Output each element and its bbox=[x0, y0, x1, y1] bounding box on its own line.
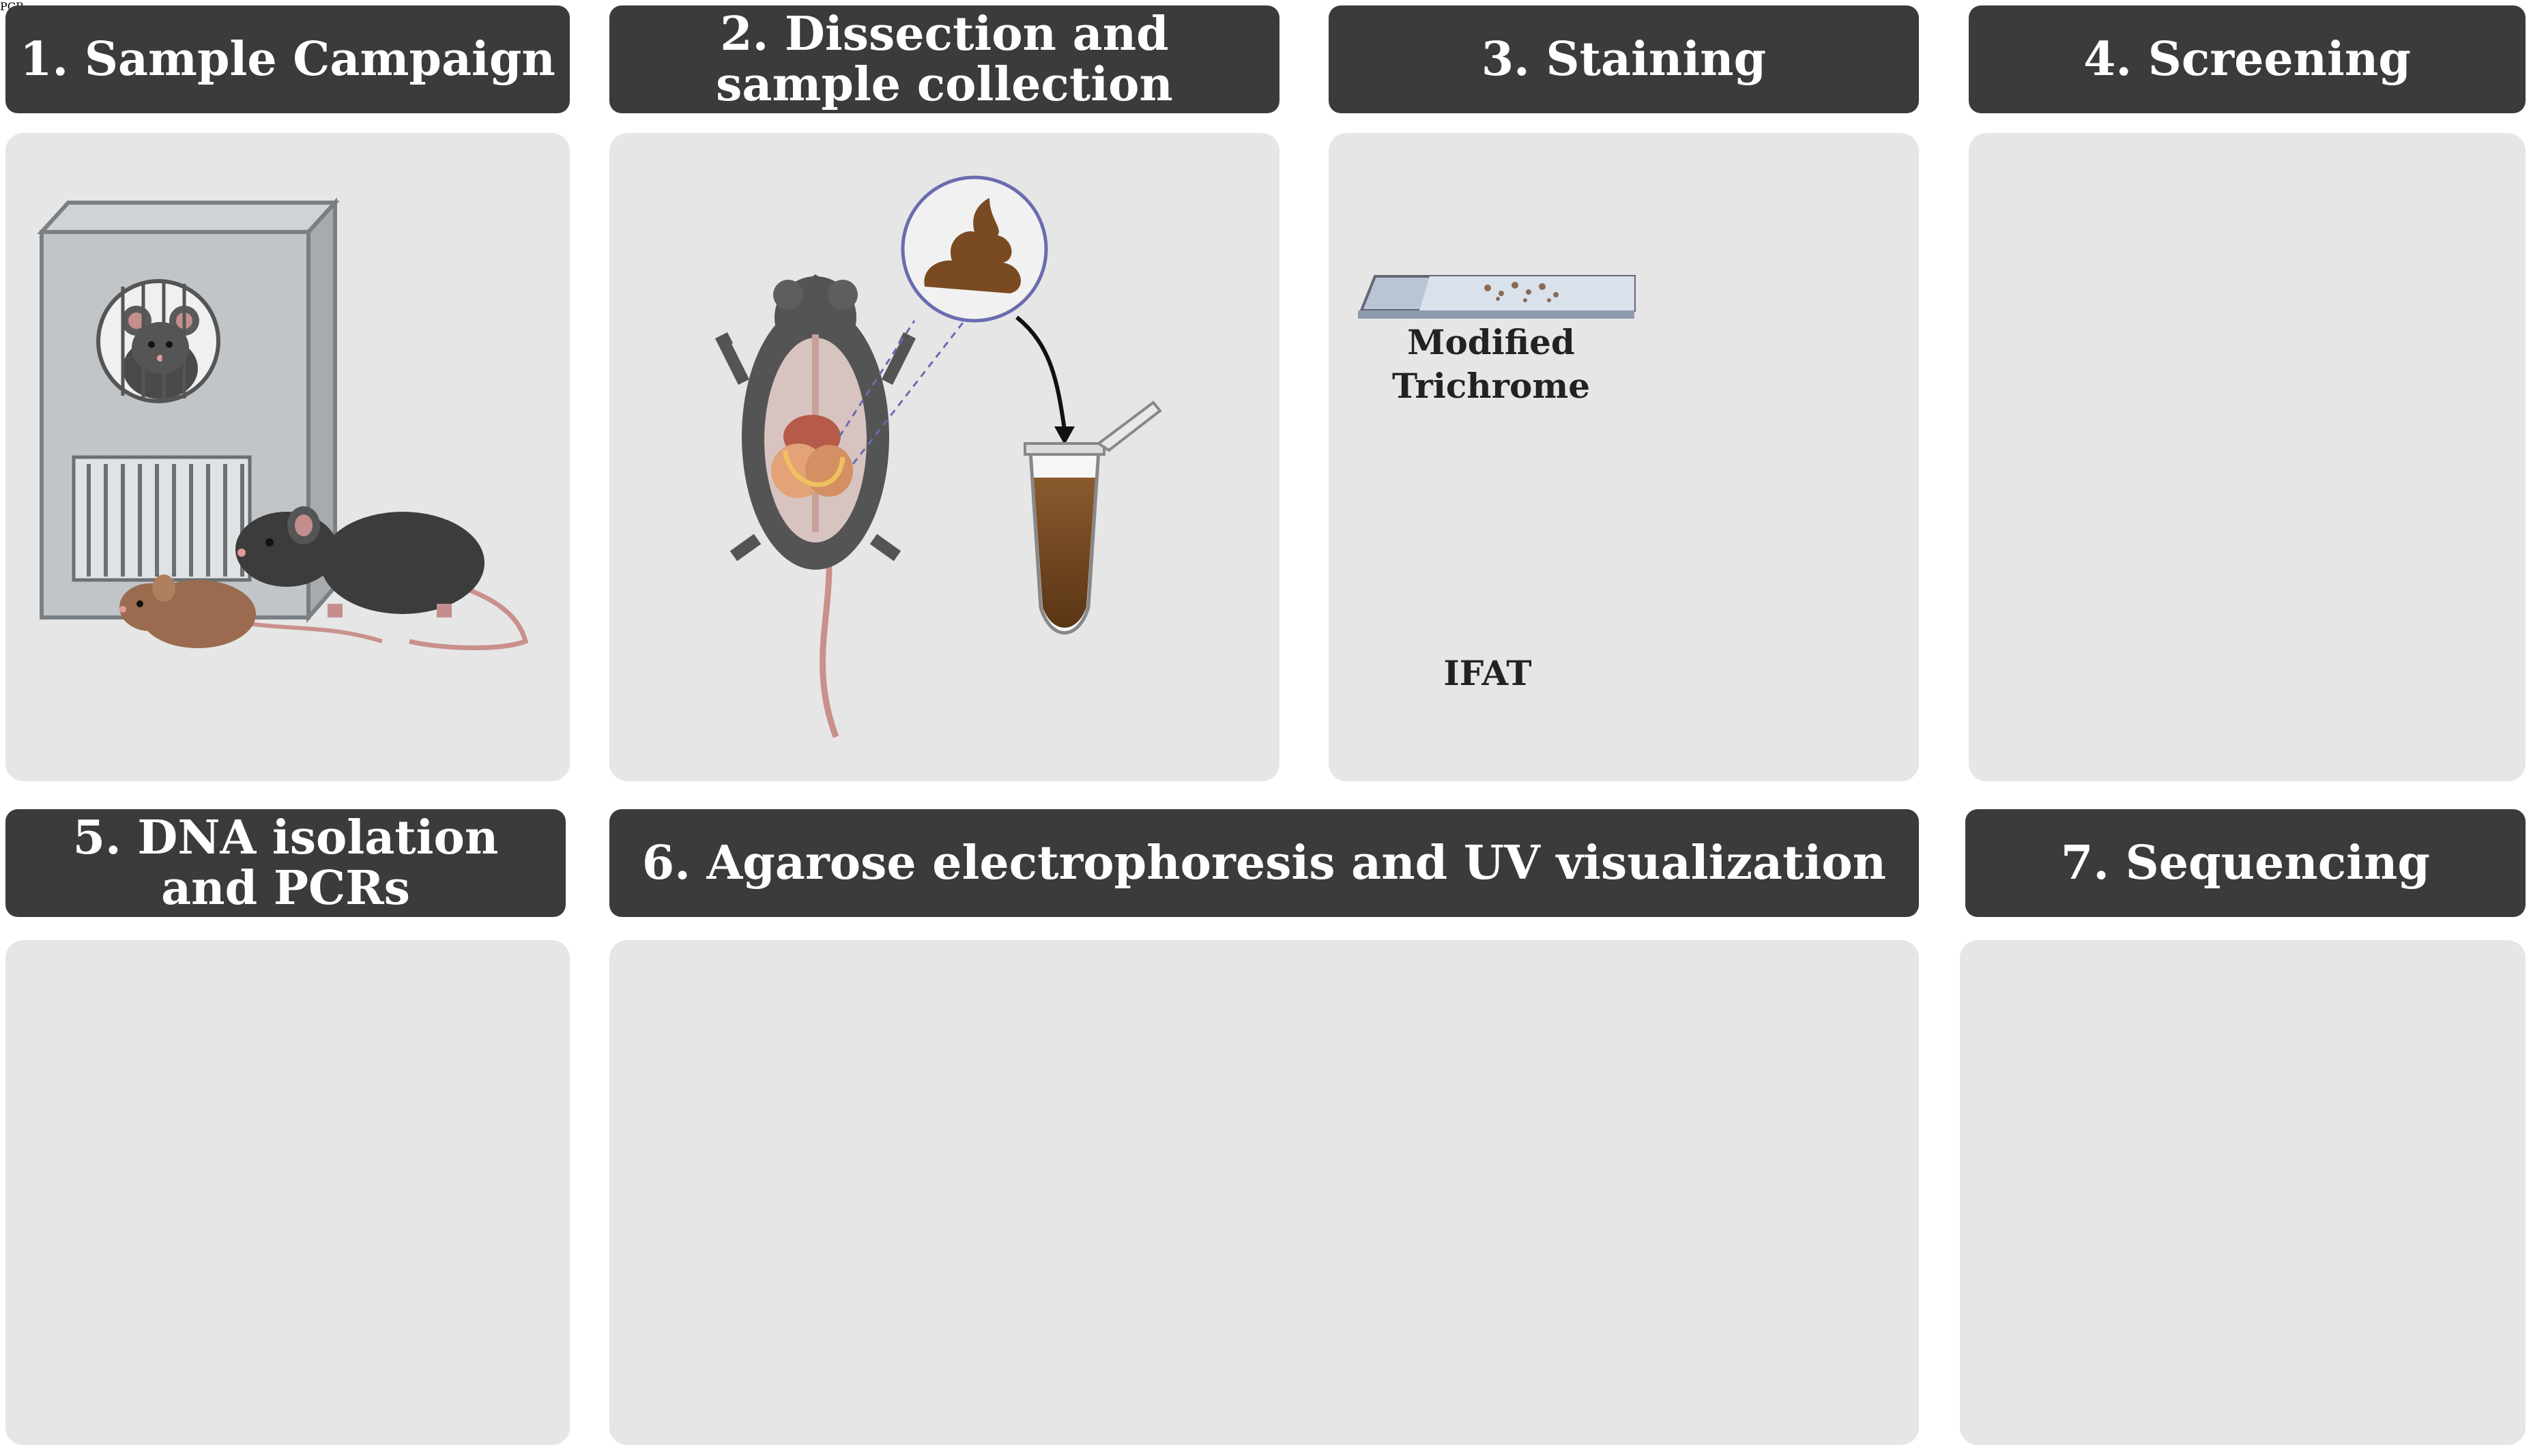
trichrome-label-line1: Modified bbox=[1407, 322, 1575, 362]
arrow-icon bbox=[1015, 315, 1067, 431]
step-3-title: 3. Staining bbox=[1481, 32, 1767, 87]
trichrome-slide bbox=[1358, 275, 1636, 319]
brown-mouse bbox=[119, 574, 383, 648]
step-2-header: 2. Dissection and sample collection bbox=[609, 5, 1279, 113]
step-7-header: 7. Sequencing bbox=[1965, 809, 2526, 917]
step-4-panel bbox=[1969, 133, 2526, 781]
step-7-panel bbox=[1960, 940, 2526, 1445]
step-4-header: 4. Screening bbox=[1969, 5, 2526, 113]
step-1-header: 1. Sample Campaign bbox=[5, 5, 570, 113]
step-4-title: 4. Screening bbox=[2083, 32, 2411, 87]
dissected-mouse-illustration bbox=[714, 274, 974, 738]
step-6-title: 6. Agarose electrophoresis and UV visual… bbox=[641, 836, 1887, 890]
black-mouse bbox=[235, 506, 529, 650]
step-7-title: 7. Sequencing bbox=[2061, 836, 2430, 890]
trichrome-label: Modified Trichrome bbox=[1361, 321, 1621, 408]
step-3-header: 3. Staining bbox=[1329, 5, 1919, 113]
ifat-label: IFAT bbox=[1419, 652, 1556, 695]
step-5-panel bbox=[5, 940, 570, 1445]
step-2-title: 2. Dissection and sample collection bbox=[716, 7, 1173, 112]
step-5-header: 5. DNA isolation and PCRs bbox=[5, 809, 566, 917]
sample-tube-icon bbox=[1024, 401, 1162, 635]
step-3-panel bbox=[1329, 133, 1919, 781]
ifat-label-text: IFAT bbox=[1443, 653, 1532, 693]
trichrome-label-line2: Trichrome bbox=[1391, 366, 1591, 406]
step-6-header: 6. Agarose electrophoresis and UV visual… bbox=[609, 809, 1919, 917]
arrowhead-icon bbox=[1054, 426, 1075, 445]
step-6-panel bbox=[609, 940, 1919, 1445]
step-5-title: 5. DNA isolation and PCRs bbox=[72, 811, 499, 916]
feces-sample-icon bbox=[901, 175, 1048, 323]
step-1-title: 1. Sample Campaign bbox=[20, 32, 555, 87]
